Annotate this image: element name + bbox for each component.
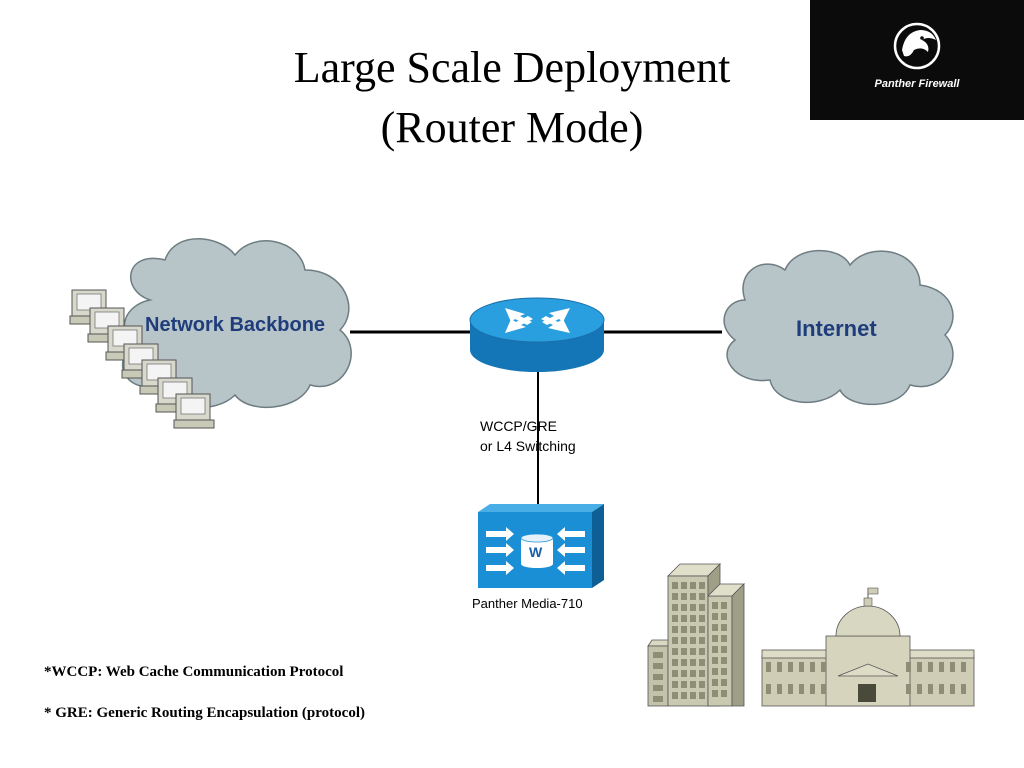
link-protocol-label: WCCP/GRE or L4 Switching [480,416,576,456]
capitol-building-icon [761,587,975,707]
office-windows [653,582,727,702]
workstations-group [69,289,215,429]
brand-name: Panther Firewall [874,78,960,90]
appliance-label: Panther Media-710 [472,596,583,611]
backbone-cloud [121,238,352,408]
footnote-wccp: *WCCP: Web Cache Communication Protocol [44,664,344,680]
workstation [173,393,215,429]
link-protocol-line2: or L4 Switching [480,438,576,454]
footnote-gre: * GRE: Generic Routing Encapsulation (pr… [44,705,365,721]
appliance-badge: W [529,544,543,560]
internet-label: Internet [796,316,877,341]
slide-title-line2: (Router Mode) [380,103,644,152]
backbone-label: Network Backbone [145,314,326,336]
slide-title-line1: Large Scale Deployment [293,43,731,92]
panther-media-appliance-icon [478,504,604,588]
panther-head-icon [893,22,941,70]
router-icon [469,297,605,372]
brand-logo: Panther Firewall [810,0,1024,120]
internet-cloud [723,249,954,406]
capitol-windows [766,662,966,694]
link-protocol-line1: WCCP/GRE [480,418,557,434]
